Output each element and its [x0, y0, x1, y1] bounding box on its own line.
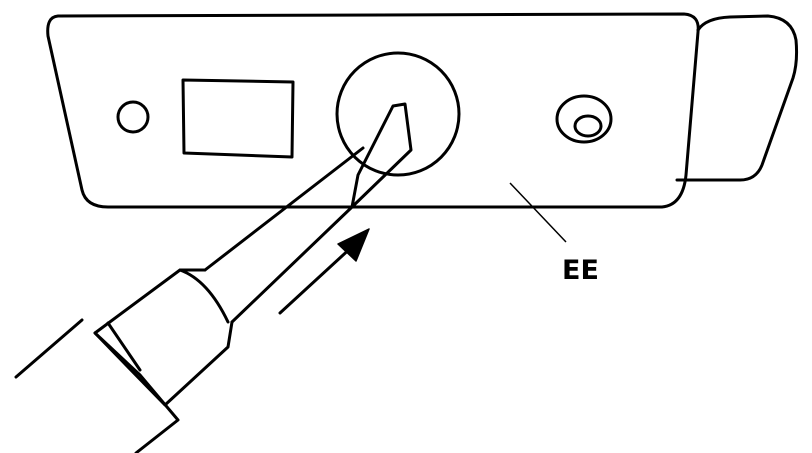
callout-label: EE [562, 255, 599, 286]
screwdriver [14, 102, 413, 453]
mounting-tab [675, 14, 799, 182]
insertion-direction-arrow [278, 228, 370, 315]
screwdriver-tip [350, 102, 413, 209]
callout-leader-line [509, 182, 567, 243]
rectangular-opening [181, 78, 295, 159]
small-hole [116, 100, 150, 134]
mounting-plate [46, 12, 700, 209]
screw-head [555, 94, 613, 144]
screwdriver-handle [14, 318, 180, 453]
screwdriver-ferrule [93, 268, 234, 407]
large-round-hole [335, 51, 461, 177]
